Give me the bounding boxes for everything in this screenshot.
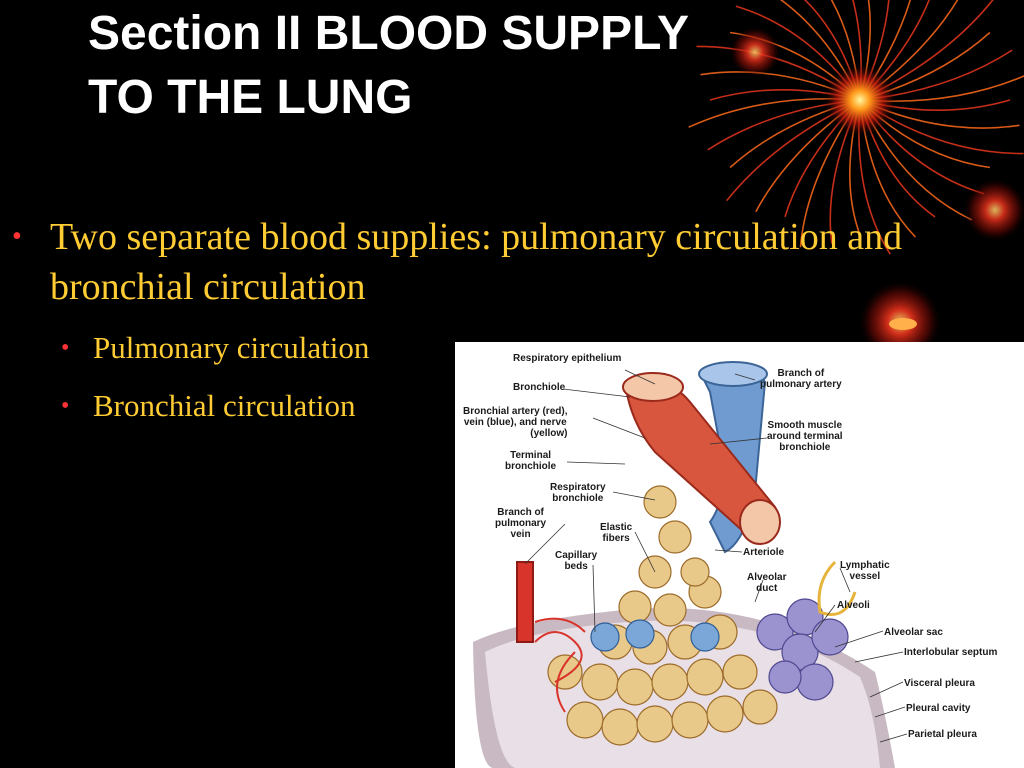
label-capillary-beds-line-1: Capillary [555,550,598,561]
bullet-text: Two separate blood supplies: pulmonary c… [50,216,903,308]
label-branch-pulmonary-vein-line-1: Branch of [497,507,544,518]
bullet-marker: • [12,221,22,252]
label-smooth-muscle-line-1: Smooth muscle [767,420,843,431]
label-interlobular-septum: Interlobular septum [904,647,998,658]
label-branch-pulmonary-artery-line-1: Branch of [777,368,825,379]
label-alveolar-duct-line-1: Alveolar [747,572,787,583]
leader-lines [524,369,908,743]
label-alveoli: Alveoli [837,600,870,611]
label-lymphatic-vessel: Lymphatic vessel [840,560,890,582]
label-elastic-fibers: Elastic fibers [600,522,632,544]
lymphatic-vessel-shape [817,560,857,616]
label-smooth-muscle-line-2: around terminal [767,431,843,442]
label-alveolar-sac: Alveolar sac [884,627,943,638]
bullet-level2-pulmonary: • Pulmonary circulation [61,328,370,368]
label-capillary-beds: Capillary beds [555,550,597,572]
label-terminal-bronchiole: Terminal bronchiole [505,450,556,472]
bullet-level1: • Two separate blood supplies: pulmonary… [12,212,1010,312]
label-branch-pulmonary-vein-line-3: vein [510,529,531,540]
label-parietal-pleura: Parietal pleura [908,729,977,740]
label-bronchiole: Bronchiole [513,382,566,393]
label-branch-pulmonary-vein: Branch of pulmonary vein [495,507,546,540]
label-respiratory-bronchiole-line-2: bronchiole [552,493,604,504]
label-respiratory-bronchiole-line-1: Respiratory [550,482,606,493]
bullet-level2-bronchial: • Bronchial circulation [61,386,356,426]
alveoli-cluster [547,485,778,746]
bullet-text: Bronchial circulation [93,388,356,423]
label-capillary-beds-line-2: beds [564,561,588,572]
label-lymphatic-vessel-line-2: vessel [849,571,881,582]
lung-anatomy-illustration [473,361,908,768]
bullet-marker: • [61,393,70,419]
capillary-beds [590,619,720,652]
pulmonary-artery-opening [698,361,768,387]
firework-small-top [729,26,781,78]
label-respiratory-bronchiole: Respiratory bronchiole [550,482,606,504]
label-bronchial-vessels: Bronchial artery (red), vein (blue), and… [463,406,567,439]
bronchiole-cut-end [739,499,781,545]
label-alveolar-duct: Alveolar duct [747,572,786,594]
label-smooth-muscle: Smooth muscle around terminal bronchiole [767,420,843,453]
title-line-2: TO THE LUNG [88,71,413,124]
bullet-marker: • [61,335,70,361]
label-branch-pulmonary-artery-line-2: pulmonary artery [760,379,842,390]
label-terminal-bronchiole-line-1: Terminal [510,450,552,461]
pulmonary-vein-shape [516,561,534,643]
title-line-1: Section II BLOOD SUPPLY [88,7,690,60]
slide-title: Section II BLOOD SUPPLY TO THE LUNG [88,2,888,130]
label-elastic-fibers-line-1: Elastic [600,522,633,533]
label-terminal-bronchiole-line-2: bronchiole [505,461,557,472]
label-visceral-pleura: Visceral pleura [904,678,975,689]
label-alveolar-duct-line-2: duct [756,583,778,594]
label-pleural-cavity: Pleural cavity [906,703,971,714]
bronchiole-opening [622,372,684,402]
label-bronchial-vessels-line-3: (yellow) [530,428,568,439]
bullet-text: Pulmonary circulation [93,330,370,365]
red-capillaries [534,617,586,713]
label-arteriole: Arteriole [743,547,785,558]
firework-small-right [963,178,1024,242]
label-elastic-fibers-line-2: fibers [602,533,630,544]
label-smooth-muscle-line-3: bronchiole [779,442,831,453]
firework-burst-glow [822,62,898,138]
label-bronchial-vessels-line-2: vein (blue), and nerve [463,417,567,428]
firework-small-bottom-core [889,318,917,330]
label-bronchial-vessels-line-1: Bronchial artery (red), [463,406,568,417]
label-branch-pulmonary-artery: Branch of pulmonary artery [760,368,842,390]
lung-anatomy-figure: Respiratory epithelium Bronchiole Bronch… [455,342,1024,768]
label-lymphatic-vessel-line-1: Lymphatic [840,560,890,571]
label-respiratory-epithelium: Respiratory epithelium [513,353,622,364]
label-branch-pulmonary-vein-line-2: pulmonary [495,518,547,529]
